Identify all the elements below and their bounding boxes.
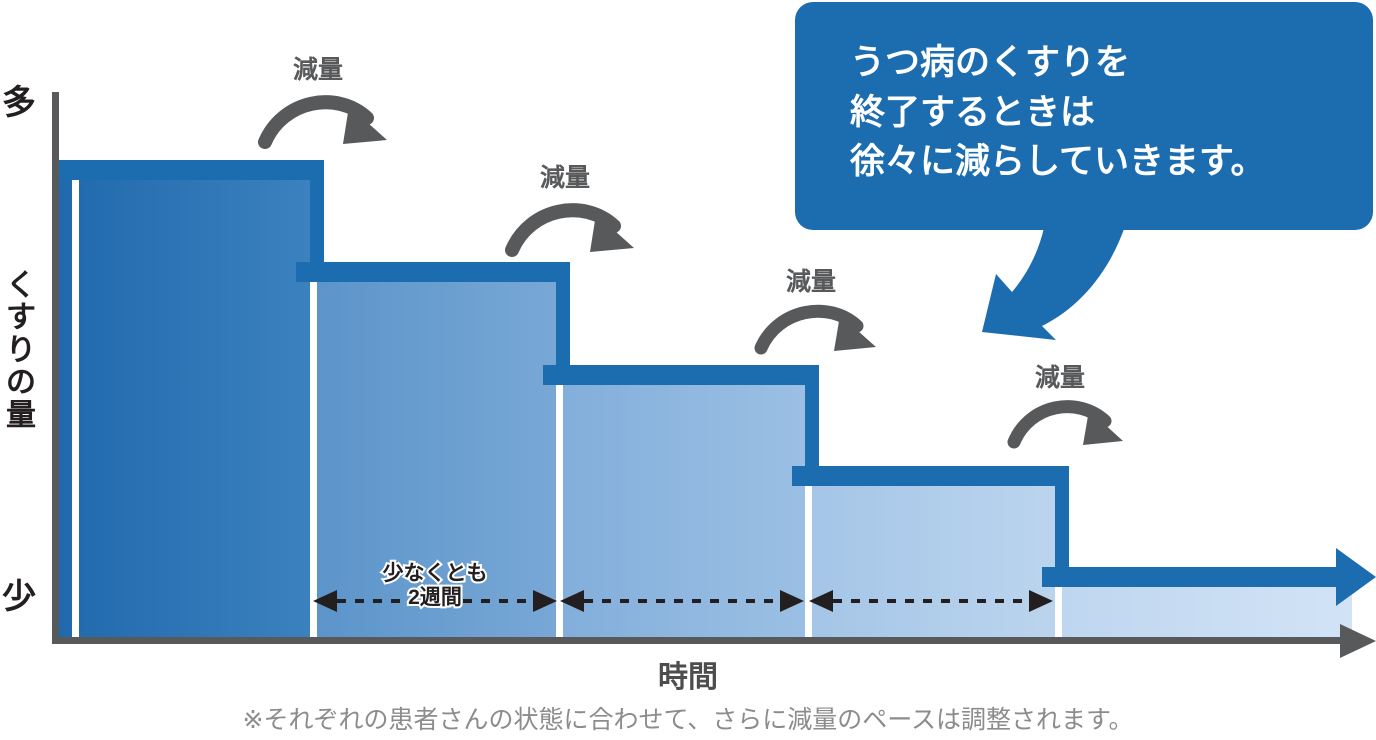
y-axis-title-char-3: の [6,366,36,400]
x-axis-line [52,637,1352,644]
step-area-2 [310,262,563,637]
step-separator-3 [805,486,812,637]
step-riser-2 [556,262,570,380]
reduction-annotation-1: 減量 [255,50,405,150]
y-axis-title-char-2: り [6,333,36,367]
reduction-curved-arrow-2 [505,203,634,257]
step-riser-1 [310,160,324,278]
step-area-1 [59,160,317,637]
reduction-label-2: 減量 [540,164,591,192]
step-separator-2 [556,385,563,637]
y-axis-title-char-1: す [6,301,36,335]
step-separator-4 [1055,587,1062,637]
interval-arrow-2 [560,590,804,612]
step-top-4 [792,466,1069,486]
interval-note-1: 少なくとも 2週間 [330,560,540,611]
step-area-3 [556,365,812,637]
callout-tail-arrow [982,200,1130,340]
step-riser-4 [1055,466,1069,583]
y-axis-title-char-4: 量 [6,398,36,432]
step-line-arrowhead [1336,548,1376,606]
reduction-annotation-2: 減量 [502,158,652,258]
y-axis-line [52,92,59,644]
interval-note-1-line2: 2週間 [406,584,464,611]
x-axis-arrowhead [1340,624,1376,658]
callout-text: うつ病のくすりを 終了するときは 徐々に減らしていきます。 [850,43,1266,182]
reduction-annotation-3: 減量 [752,262,892,356]
reduction-annotation-4: 減量 [1005,358,1137,450]
step-top-1 [59,160,324,180]
step-top-5 [1042,567,1344,587]
step-riser-3 [805,365,819,482]
reduction-label-4: 減量 [1035,364,1086,392]
step-top-3 [543,365,819,385]
reduction-curved-arrow-3 [754,304,876,355]
step-area-4 [805,466,1062,637]
interval-note-1-line1: 少なくとも [381,560,490,587]
y-axis-title: く す り の 量 [4,269,38,432]
step-separator-1 [310,282,317,637]
step-top-2 [296,262,570,282]
y-axis-title-char-0: く [6,269,36,302]
reduction-curved-arrow-4 [1007,400,1123,449]
interval-arrow-1 [313,590,557,612]
step-separator-0 [72,180,79,637]
reduction-label-1: 減量 [293,56,344,84]
y-axis-high-label: 多 [2,84,36,122]
reduction-label-3: 減量 [786,268,837,296]
y-axis-low-label: 少 [2,578,36,616]
reduction-curved-arrow-1 [258,95,387,149]
footnote-text: ※それぞれの患者さんの状態に合わせて、さらに減量のペースは調整されます。 [242,706,1134,734]
x-axis-title: 時間 [658,661,718,694]
interval-arrow-3 [809,590,1053,612]
callout-bubble: うつ病のくすりを 終了するときは 徐々に減らしていきます。 [795,2,1373,230]
